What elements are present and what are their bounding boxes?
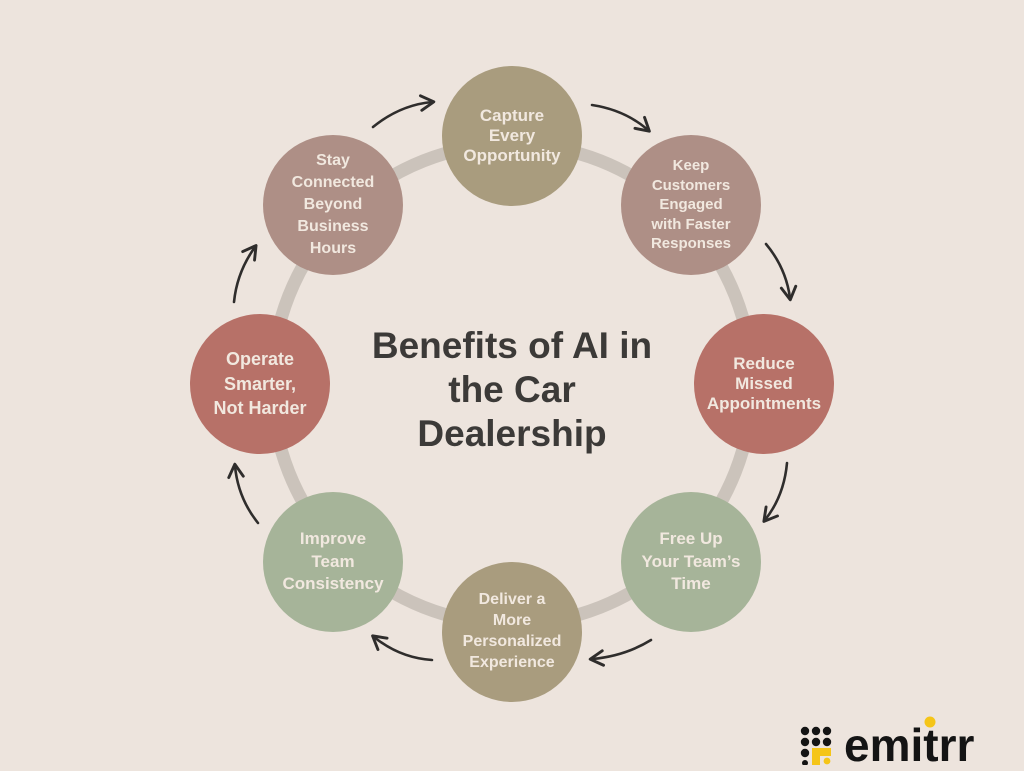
arrow-8	[371, 94, 436, 129]
benefit-personalized-experience: Deliver a More Personalized Experience	[442, 562, 582, 702]
benefit-operate-smarter: Operate Smarter, Not Harder	[190, 314, 330, 454]
diagram-title: Benefits of AI in the Car Dealership	[371, 325, 653, 454]
node-label: Operate Smarter, Not Harder	[213, 348, 307, 419]
benefit-stay-connected: Stay Connected Beyond Business Hours	[263, 135, 403, 275]
arrow-3	[762, 461, 789, 523]
benefit-capture-every-opportunity: Capture Every Opportunity	[442, 66, 582, 206]
logo-dots-icon	[800, 726, 832, 765]
arrow-2	[764, 242, 798, 302]
logo-wordmark: emitrr	[844, 719, 975, 771]
arrow-1	[590, 103, 651, 133]
benefit-free-up-team-time: Free Up Your Team’s Time	[621, 492, 761, 632]
emitrr-logo: emitrr	[800, 716, 975, 771]
node-label: Reduce Missed Appointments	[706, 353, 822, 414]
node-label: Keep Customers Engaged with Faster Respo…	[650, 157, 732, 253]
benefit-improve-team-consistency: Improve Team Consistency	[263, 492, 403, 632]
node-label: Improve Team Consistency	[282, 528, 384, 594]
node-label: Free Up Your Team’s Time	[641, 528, 741, 594]
node-label: Deliver a More Personalized Experience	[462, 591, 562, 671]
logo-accent-dot-icon	[924, 716, 936, 728]
node-label: Capture Every Opportunity	[463, 105, 561, 166]
arrow-5	[371, 634, 434, 662]
arrow-4	[588, 638, 653, 667]
arrow-6	[227, 462, 260, 525]
node-label: Stay Connected Beyond Business Hours	[291, 151, 375, 258]
arrow-7	[232, 244, 258, 304]
benefit-reduce-missed-appointments: Reduce Missed Appointments	[694, 314, 834, 454]
benefit-keep-customers-engaged: Keep Customers Engaged with Faster Respo…	[621, 135, 761, 275]
